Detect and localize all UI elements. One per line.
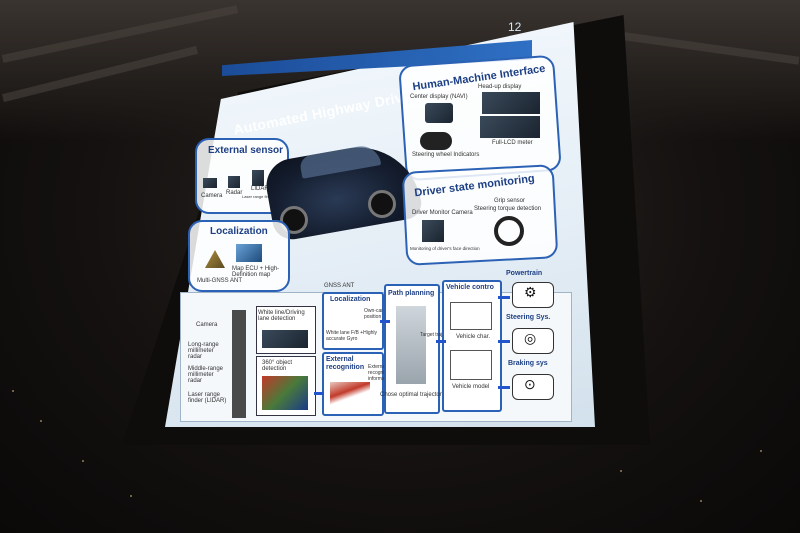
- gnss-label: Multi-GNSS ANT: [197, 278, 243, 284]
- radar-sensor-image: [228, 176, 240, 188]
- white-line-label: White line/Driving lane detection: [258, 310, 305, 322]
- lidar-sensor-label: LIDAR: [251, 186, 269, 192]
- steering-indicator-image: [420, 132, 452, 150]
- bokeh-light: [130, 495, 132, 497]
- steering-torque-label: Steering torque detection: [474, 206, 542, 212]
- object-detection-label: 360° object detection: [262, 360, 293, 372]
- flow-localization-block: [322, 292, 384, 350]
- steering-wheel-icon: [494, 216, 524, 246]
- vehicle-model-image: [450, 350, 492, 380]
- flow-camera-label: Camera: [196, 322, 218, 328]
- map-ecu-label: Map ECU + High-Definition map: [232, 266, 280, 278]
- page-number: 12: [508, 20, 522, 34]
- powertrain-label: Powertrain: [506, 270, 543, 277]
- brake-icon: ⊙: [524, 376, 536, 392]
- center-display-image: [425, 103, 453, 123]
- long-radar-label: Long-range millimeter radar: [188, 342, 219, 360]
- flow-localization-label: Localization: [330, 296, 371, 303]
- own-position-label: Own-car position: [364, 308, 383, 320]
- road-image: [396, 306, 426, 384]
- laser-label: Laser range finder (LIDAR): [188, 392, 227, 404]
- lane-camera-image: [262, 330, 308, 348]
- headup-display-label: Head-up display: [478, 84, 522, 90]
- vehicle-control-block: [442, 280, 502, 412]
- bokeh-light: [760, 450, 762, 452]
- external-info-label: External recognition information: [368, 364, 393, 382]
- powertrain-icon-box: [512, 282, 554, 308]
- full-lcd-label: Full-LCD meter: [492, 140, 533, 146]
- bokeh-light: [40, 420, 42, 422]
- engine-icon: ⚙: [524, 284, 537, 300]
- object-detection-image: [262, 376, 308, 410]
- gnss-ant-label: GNSS ANT: [324, 283, 355, 289]
- recognition-image: [330, 382, 370, 406]
- braking-icon-box: [512, 374, 554, 400]
- external-sensor-title: External sensor: [208, 145, 284, 156]
- vehicle-model-label: Vehicle model: [452, 384, 490, 390]
- lidar-sensor-image: [252, 170, 264, 186]
- camera-sensor-label: Camera: [201, 193, 223, 199]
- bokeh-light: [700, 500, 702, 502]
- path-planning-label: Path planning: [388, 290, 435, 297]
- arrow-to-braking: [498, 386, 510, 389]
- vehicle-control-label: Vehicle contro: [446, 284, 494, 291]
- bokeh-light: [12, 390, 14, 392]
- bokeh-light: [620, 470, 622, 472]
- white-lane-label: White lane F/B +Highly accurate Gyro: [326, 330, 377, 342]
- braking-label: Braking sys: [508, 360, 548, 367]
- center-display-label: Center display (NAVI): [410, 94, 468, 100]
- vehicle-char-label: Vehicle char.: [456, 334, 491, 340]
- driver-face-image: [422, 220, 444, 242]
- steering-label: Steering Sys.: [506, 314, 551, 321]
- arrow-to-vehicle: [436, 340, 446, 343]
- target-trajectory-label: Target trajectory: [420, 332, 456, 338]
- steering-icon-box: [512, 328, 554, 354]
- radar-sensor-label: Radar: [226, 190, 243, 196]
- driver-camera-label: Driver Monitor Camera: [412, 210, 473, 216]
- arrow-detect-to-ext: [314, 392, 324, 395]
- arrow-to-powertrain: [498, 296, 510, 299]
- external-recognition-label: External recognition: [326, 356, 365, 371]
- vehicle-char-graph: [450, 302, 492, 330]
- steering-wheel-icon-small: ◎: [524, 330, 537, 346]
- steering-indicators-label: Steering wheel Indicators: [412, 152, 480, 158]
- localization-title: Localization: [210, 226, 268, 237]
- lidar-sub-label: Laser range finder: [242, 194, 275, 199]
- middle-radar-label: Middle-range millimeter radar: [188, 366, 224, 384]
- arrow-to-steering: [498, 340, 510, 343]
- monitoring-label: Monitoring of driver's face direction: [410, 246, 480, 251]
- full-lcd-image: [480, 116, 540, 138]
- car-rear-wheel: [368, 190, 396, 218]
- headup-display-image: [482, 92, 540, 114]
- chose-trajectory-label: Chose optimal trajectory: [380, 392, 445, 398]
- map-ecu-image: [236, 244, 262, 262]
- camera-sensor-image: [203, 178, 217, 188]
- grip-sensor-label: Grip sensor: [494, 198, 526, 204]
- sensor-bar: [232, 310, 246, 418]
- arrow-to-path: [380, 320, 390, 323]
- bokeh-light: [82, 460, 84, 462]
